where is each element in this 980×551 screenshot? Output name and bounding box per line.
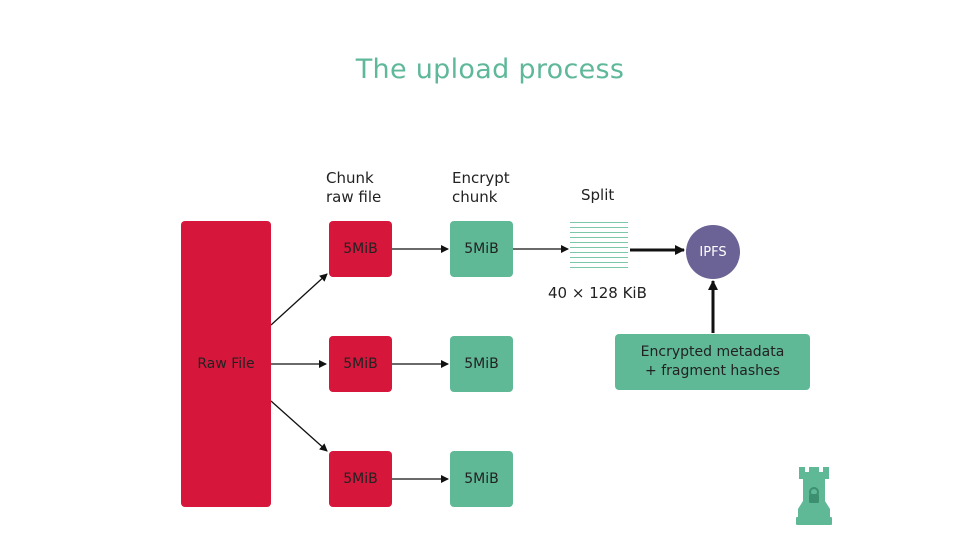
split-step-label: Split (581, 186, 615, 204)
raw-chunk-label: 5MiB (343, 471, 378, 487)
chunk-step-label: Chunk raw file (326, 169, 381, 207)
fragment-count-label: 40 × 128 KiB (548, 284, 647, 302)
fragment-line (570, 237, 628, 238)
slide-title: The upload process (355, 54, 625, 85)
fragment-line (570, 267, 628, 268)
arrow-raw-to-chunk-1 (270, 273, 328, 326)
encrypted-chunk-label: 5MiB (464, 241, 499, 257)
fragment-line (570, 227, 628, 228)
encrypt-step-label-line1: Encrypt (452, 169, 510, 187)
raw-chunk-3: 5MiB (329, 451, 392, 507)
metadata-line1: Encrypted metadata (640, 344, 785, 360)
encrypted-chunk-3: 5MiB (450, 451, 513, 507)
fragment-line (570, 262, 628, 263)
fragment-line (570, 252, 628, 253)
encrypted-chunk-2: 5MiB (450, 336, 513, 392)
fragment-line (570, 257, 628, 258)
raw-chunk-label: 5MiB (343, 241, 378, 257)
fragment-line (570, 222, 628, 223)
encrypt-step-label: Encrypt chunk (452, 169, 510, 207)
raw-chunk-2: 5MiB (329, 336, 392, 392)
fragment-line (570, 232, 628, 233)
ipfs-label: IPFS (699, 244, 727, 260)
metadata-line2: + fragment hashes (645, 363, 780, 379)
fragment-line (570, 247, 628, 248)
arrow-raw-to-chunk-3 (270, 400, 328, 452)
raw-chunk-1: 5MiB (329, 221, 392, 277)
fragment-line (570, 242, 628, 243)
raw-chunk-label: 5MiB (343, 356, 378, 372)
chunk-step-label-line1: Chunk (326, 169, 374, 187)
encrypted-chunk-label: 5MiB (464, 471, 499, 487)
raw-file-block: Raw File (181, 221, 271, 507)
encrypt-step-label-line2: chunk (452, 188, 498, 206)
raw-file-label: Raw File (197, 356, 255, 372)
ipfs-node: IPFS (686, 225, 740, 279)
rook-lock-icon (796, 467, 832, 525)
encrypted-chunk-1: 5MiB (450, 221, 513, 277)
encrypted-chunk-label: 5MiB (464, 356, 499, 372)
encrypted-metadata-block: Encrypted metadata + fragment hashes (615, 334, 810, 390)
split-fragments (570, 222, 628, 274)
chunk-step-label-line2: raw file (326, 188, 382, 206)
